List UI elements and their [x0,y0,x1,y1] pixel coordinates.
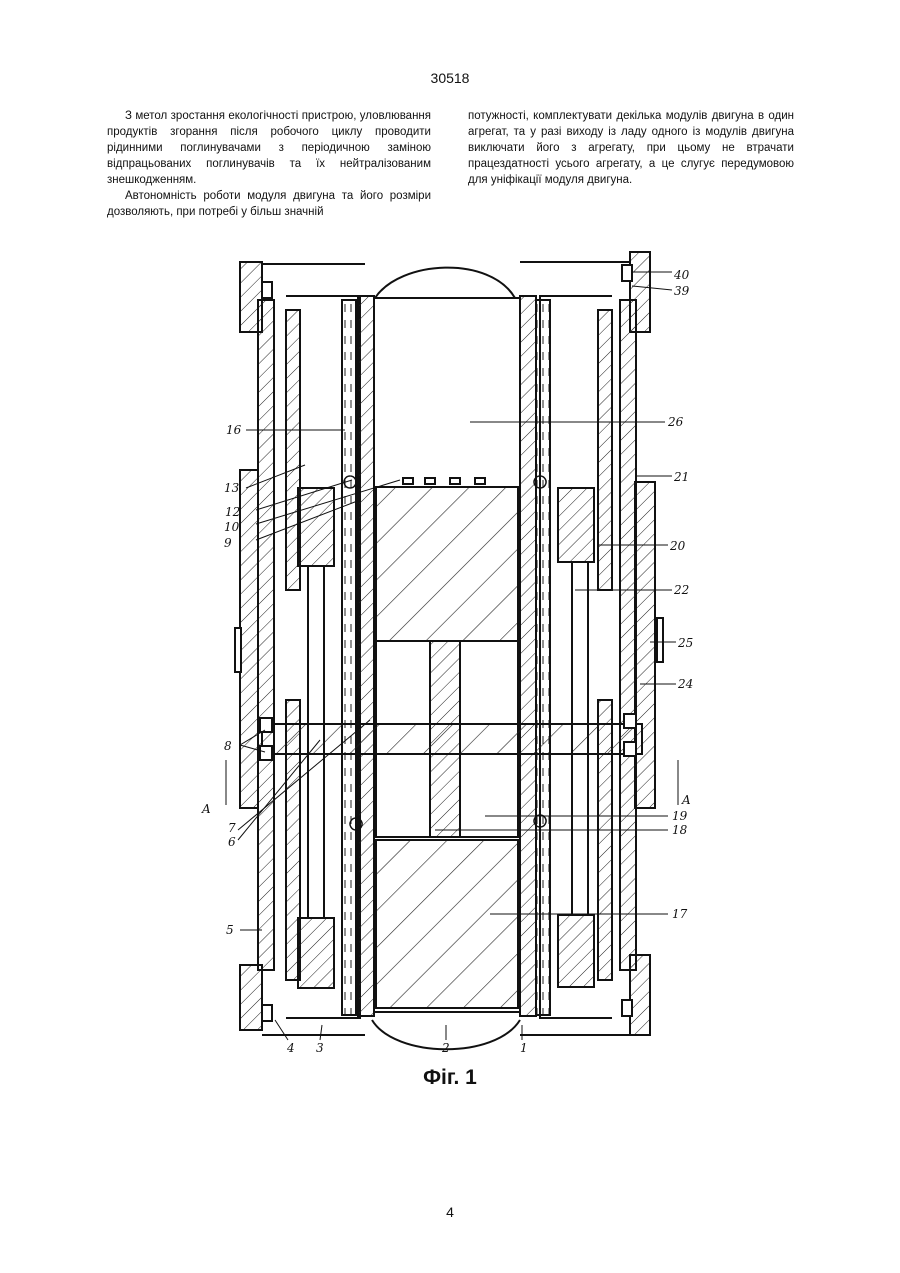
top-dome [375,268,515,298]
label-26: 26 [667,415,684,429]
label-12: 12 [225,505,240,519]
label-17: 17 [672,907,688,921]
cylinder-wall-left [358,296,374,1016]
label-1: 1 [520,1041,528,1055]
right-shell-piece [635,482,655,808]
left-wall [258,300,274,970]
label-4: 4 [286,1041,295,1055]
label-19: 19 [672,809,688,823]
label-10: 10 [224,520,240,534]
label-A-right: A [681,793,691,807]
label-3: 3 [316,1041,324,1055]
label-13: 13 [224,481,240,495]
lower-piston [376,840,518,1008]
figure-caption: Фіг. 1 [0,1066,900,1090]
cylinder-wall-right [520,296,536,1016]
label-5: 5 [226,923,234,937]
label-8: 8 [224,739,232,753]
housing-flange-bottom-left [240,965,262,1030]
label-22: 22 [673,583,689,597]
label-6: 6 [228,835,236,849]
label-25: 25 [677,636,693,650]
label-21: 21 [673,470,689,484]
label-20: 20 [669,539,686,553]
cooling-channel-left [342,300,356,1015]
label-24: 24 [677,677,693,691]
label-39: 39 [674,284,690,298]
label-18: 18 [672,823,688,837]
left-shell-piece [240,470,258,808]
label-2: 2 [441,1041,450,1055]
label-9: 9 [224,536,232,550]
label-16: 16 [226,423,242,437]
label-7: 7 [228,821,236,835]
upper-piston [376,487,518,641]
crankshaft [262,724,642,754]
page-number: 4 [0,1204,900,1220]
cooling-channel-right [536,300,550,1015]
right-wall [620,300,636,970]
label-40: 40 [673,268,690,282]
label-A-left: A [201,802,211,816]
